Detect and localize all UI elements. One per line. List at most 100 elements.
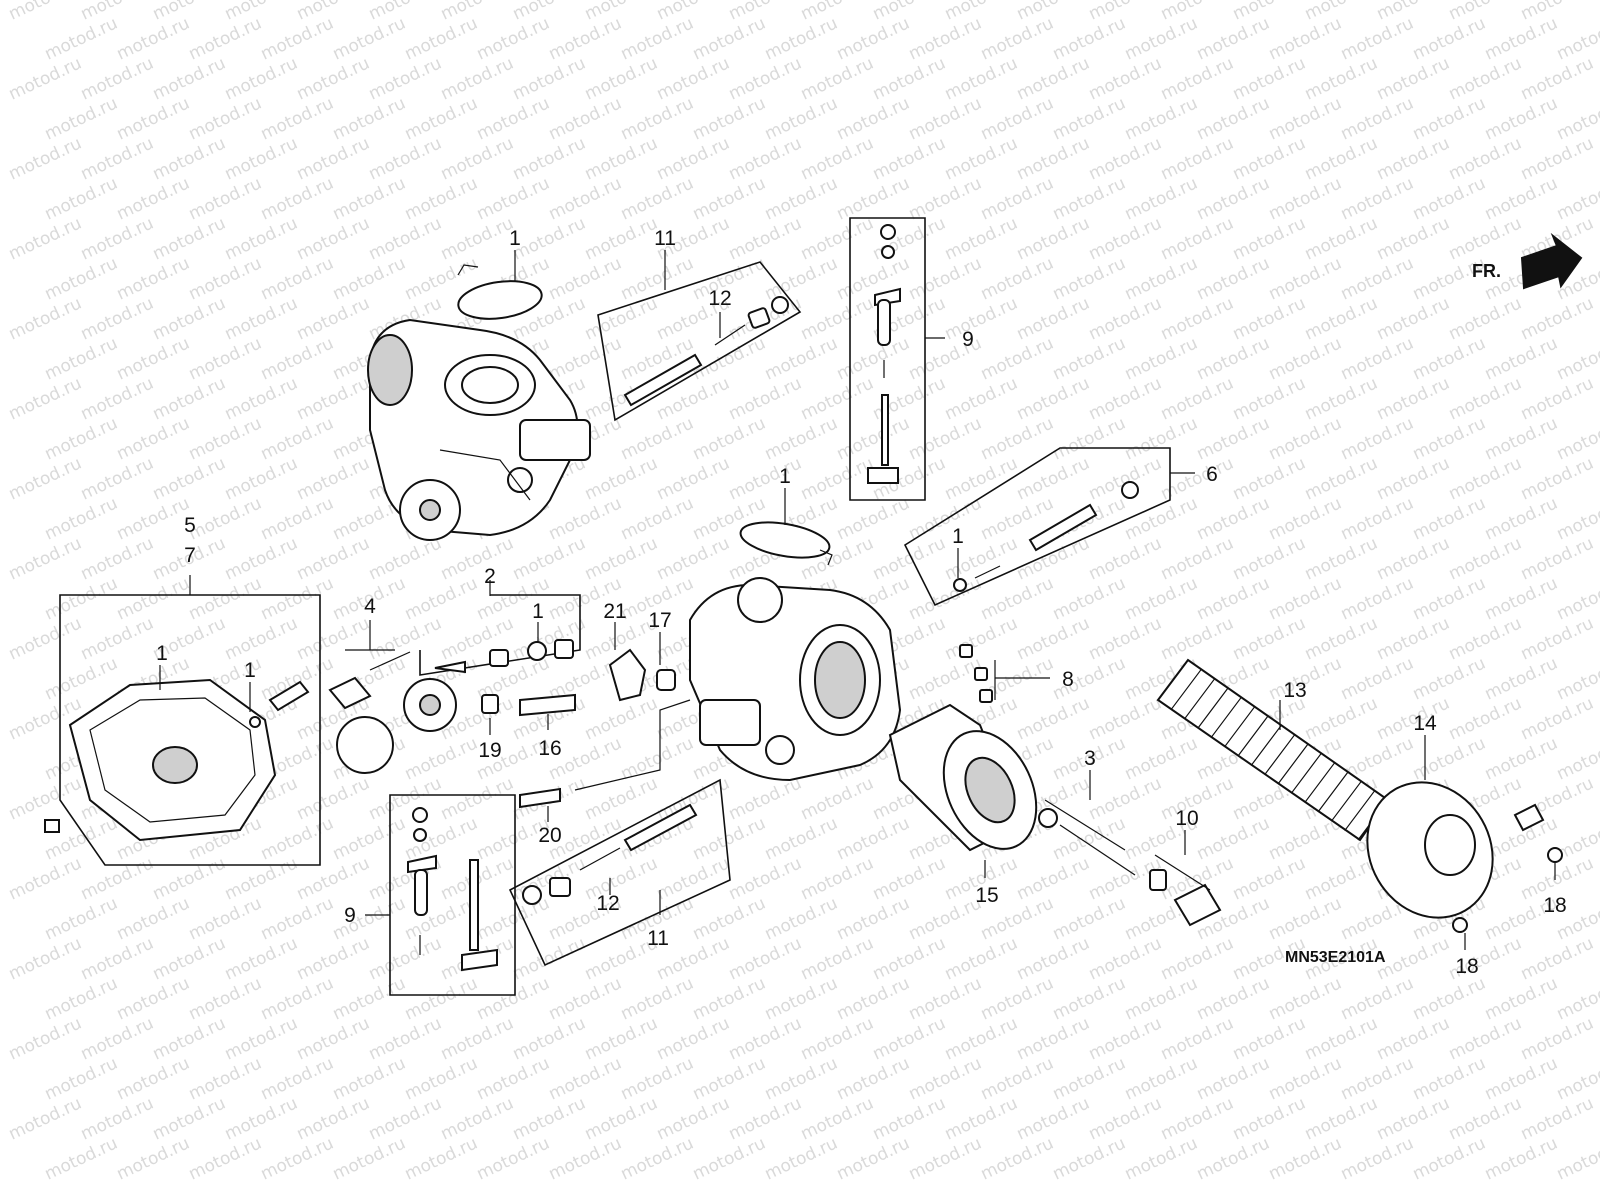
callout-4: 4: [364, 595, 376, 618]
watermark-text: motod.ru: [798, 1013, 877, 1064]
watermark-text: motod.ru: [834, 173, 913, 224]
watermark-text: motod.ru: [294, 613, 373, 664]
watermark-text: motod.ru: [366, 213, 445, 264]
watermark-text: motod.ru: [186, 893, 265, 944]
watermark-text: motod.ru: [726, 853, 805, 904]
callout-1-mid: 1: [779, 465, 791, 488]
watermark-text: motod.ru: [78, 1013, 157, 1064]
watermark-text: motod.ru: [6, 53, 85, 104]
watermark-text: motod.ru: [978, 1053, 1057, 1104]
watermark-text: motod.ru: [114, 253, 193, 304]
watermark-text: motod.ru: [222, 0, 301, 25]
callout-17: 17: [648, 609, 671, 632]
watermark-text: motod.ru: [474, 1133, 553, 1184]
screws-group: [959, 644, 993, 703]
watermark-text: motod.ru: [582, 293, 661, 344]
watermark-text: motod.ru: [942, 613, 1021, 664]
watermark-text: motod.ru: [726, 373, 805, 424]
watermark-text: motod.ru: [834, 413, 913, 464]
watermark-text: motod.ru: [1086, 53, 1165, 104]
watermark-text: motod.ru: [906, 1133, 985, 1184]
watermark-text: motod.ru: [1374, 613, 1453, 664]
watermark-text: motod.ru: [1482, 573, 1561, 624]
watermark-text: motod.ru: [1194, 1053, 1273, 1104]
watermark-text: motod.ru: [942, 0, 1021, 25]
watermark-text: motod.ru: [1158, 213, 1237, 264]
watermark-text: motod.ru: [150, 853, 229, 904]
watermark-text: motod.ru: [1410, 413, 1489, 464]
watermark-text: motod.ru: [582, 0, 661, 25]
diagram-code: MN53E2101A: [1285, 949, 1386, 966]
watermark-text: motod.ru: [546, 1053, 625, 1104]
watermark-text: motod.ru: [330, 893, 409, 944]
watermark-text: motod.ru: [258, 493, 337, 544]
watermark-text: motod.ru: [330, 93, 409, 144]
watermark-text: motod.ru: [474, 93, 553, 144]
watermark-text: motod.ru: [114, 1053, 193, 1104]
callout-9-left: 9: [344, 904, 356, 927]
callout-18-a: 18: [1543, 894, 1566, 917]
watermark-text: motod.ru: [222, 453, 301, 504]
watermark-text: motod.ru: [114, 493, 193, 544]
watermark-text: motod.ru: [1518, 293, 1597, 344]
watermark-text: motod.ru: [222, 533, 301, 584]
watermark-text: motod.ru: [1230, 533, 1309, 584]
watermark-text: motod.ru: [1230, 213, 1309, 264]
leader-lines: [159, 250, 1556, 950]
watermark-text: motod.ru: [1266, 93, 1345, 144]
watermark-text: motod.ru: [42, 333, 121, 384]
watermark-text: motod.ru: [690, 13, 769, 64]
watermark-text: motod.ru: [1554, 1133, 1600, 1184]
watermark-text: motod.ru: [1050, 893, 1129, 944]
watermark-text: motod.ru: [1374, 1013, 1453, 1064]
watermark-text: motod.ru: [1050, 333, 1129, 384]
watermark-text: motod.ru: [186, 13, 265, 64]
watermark-text: motod.ru: [258, 1053, 337, 1104]
watermark-text: motod.ru: [690, 973, 769, 1024]
watermark-text: motod.ru: [1230, 133, 1309, 184]
watermark-text: motod.ru: [510, 53, 589, 104]
watermark-text: motod.ru: [222, 133, 301, 184]
callout-12-bottom: 12: [596, 892, 619, 915]
watermark-text: motod.ru: [294, 133, 373, 184]
front-label: FR.: [1472, 261, 1501, 281]
watermark-text: motod.ru: [1446, 533, 1525, 584]
watermark-text: motod.ru: [726, 1013, 805, 1064]
watermark-text: motod.ru: [870, 933, 949, 984]
watermark-text: motod.ru: [150, 213, 229, 264]
float-valve-group-left: [389, 794, 516, 996]
callout-12-top: 12: [708, 287, 731, 310]
watermark-text: motod.ru: [1374, 933, 1453, 984]
watermark-text: motod.ru: [798, 373, 877, 424]
watermark-text: motod.ru: [1050, 813, 1129, 864]
watermark-text: motod.ru: [1230, 853, 1309, 904]
watermark-text: motod.ru: [1446, 1013, 1525, 1064]
watermark-text: motod.ru: [1482, 93, 1561, 144]
watermark-text: motod.ru: [1302, 1093, 1381, 1144]
watermark-text: motod.ru: [1194, 493, 1273, 544]
watermark-text: motod.ru: [798, 213, 877, 264]
watermark-text: motod.ru: [150, 453, 229, 504]
watermark-text: motod.ru: [582, 453, 661, 504]
watermark-text: motod.ru: [1230, 613, 1309, 664]
watermark-text: motod.ru: [1410, 1053, 1489, 1104]
watermark-text: motod.ru: [6, 613, 85, 664]
watermark-text: motod.ru: [1554, 413, 1600, 464]
watermark-text: motod.ru: [150, 1093, 229, 1144]
watermark-text: motod.ru: [186, 1053, 265, 1104]
watermark-text: motod.ru: [114, 333, 193, 384]
watermark-text: motod.ru: [582, 213, 661, 264]
watermark-text: motod.ru: [906, 173, 985, 224]
callout-11-top: 11: [654, 227, 676, 250]
callout-6: 6: [1206, 463, 1218, 486]
watermark-text: motod.ru: [222, 293, 301, 344]
watermark-text: motod.ru: [222, 53, 301, 104]
watermark-text: motod.ru: [546, 493, 625, 544]
watermark-text: motod.ru: [222, 373, 301, 424]
watermark-text: motod.ru: [1518, 933, 1597, 984]
pilot-screw-group-top: [597, 261, 802, 422]
watermark-text: motod.ru: [6, 373, 85, 424]
watermark-text: motod.ru: [258, 893, 337, 944]
watermark-text: motod.ru: [1410, 13, 1489, 64]
watermark-text: motod.ru: [1338, 173, 1417, 224]
